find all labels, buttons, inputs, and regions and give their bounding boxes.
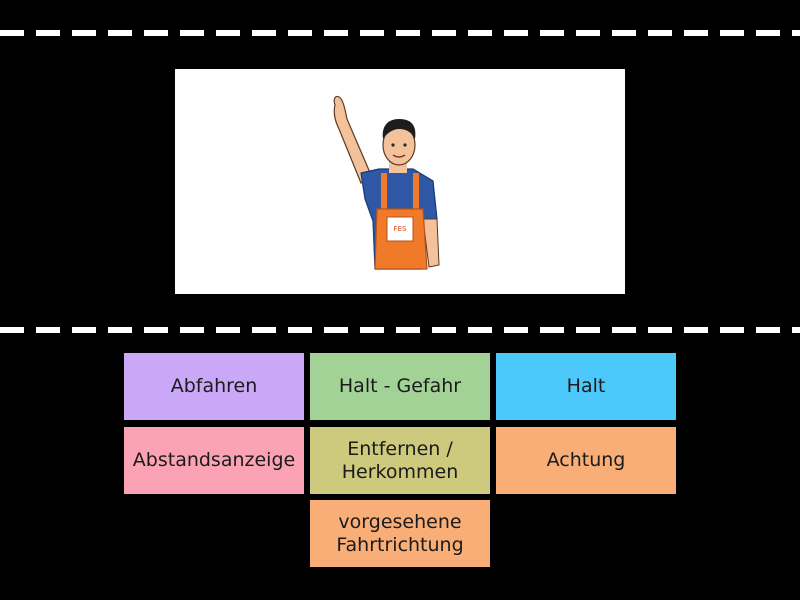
dashed-divider-top (0, 30, 800, 36)
answer-tile-label: Entfernen / Herkommen (341, 437, 459, 483)
answer-tile-vorgesehene-fahrtrichtung[interactable]: vorgesehene Fahrtrichtung (310, 500, 490, 567)
answer-tile-label: vorgesehene Fahrtrichtung (336, 510, 464, 556)
answer-tile-halt-gefahr[interactable]: Halt - Gefahr (310, 353, 490, 420)
answer-tile-label: Achtung (546, 449, 626, 471)
answer-tile-halt[interactable]: Halt (496, 353, 676, 420)
answer-tile-abstandsanzeige[interactable]: Abstandsanzeige (124, 427, 304, 494)
signalman-raised-arm-image: FES (333, 95, 440, 270)
answer-tile-abfahren[interactable]: Abfahren (124, 353, 304, 420)
answer-tile-label: Abstandsanzeige (132, 449, 296, 471)
apron-badge-text: FES (394, 225, 407, 233)
answer-tile-label: Halt (566, 375, 606, 397)
answer-tile-entfernen-herkommen[interactable]: Entfernen / Herkommen (310, 427, 490, 494)
answer-tile-label: Abfahren (170, 375, 258, 397)
question-image-card: FES (175, 69, 625, 294)
dashed-divider-bottom (0, 327, 800, 333)
answer-tile-label: Halt - Gefahr (338, 375, 462, 397)
answer-tile-achtung[interactable]: Achtung (496, 427, 676, 494)
